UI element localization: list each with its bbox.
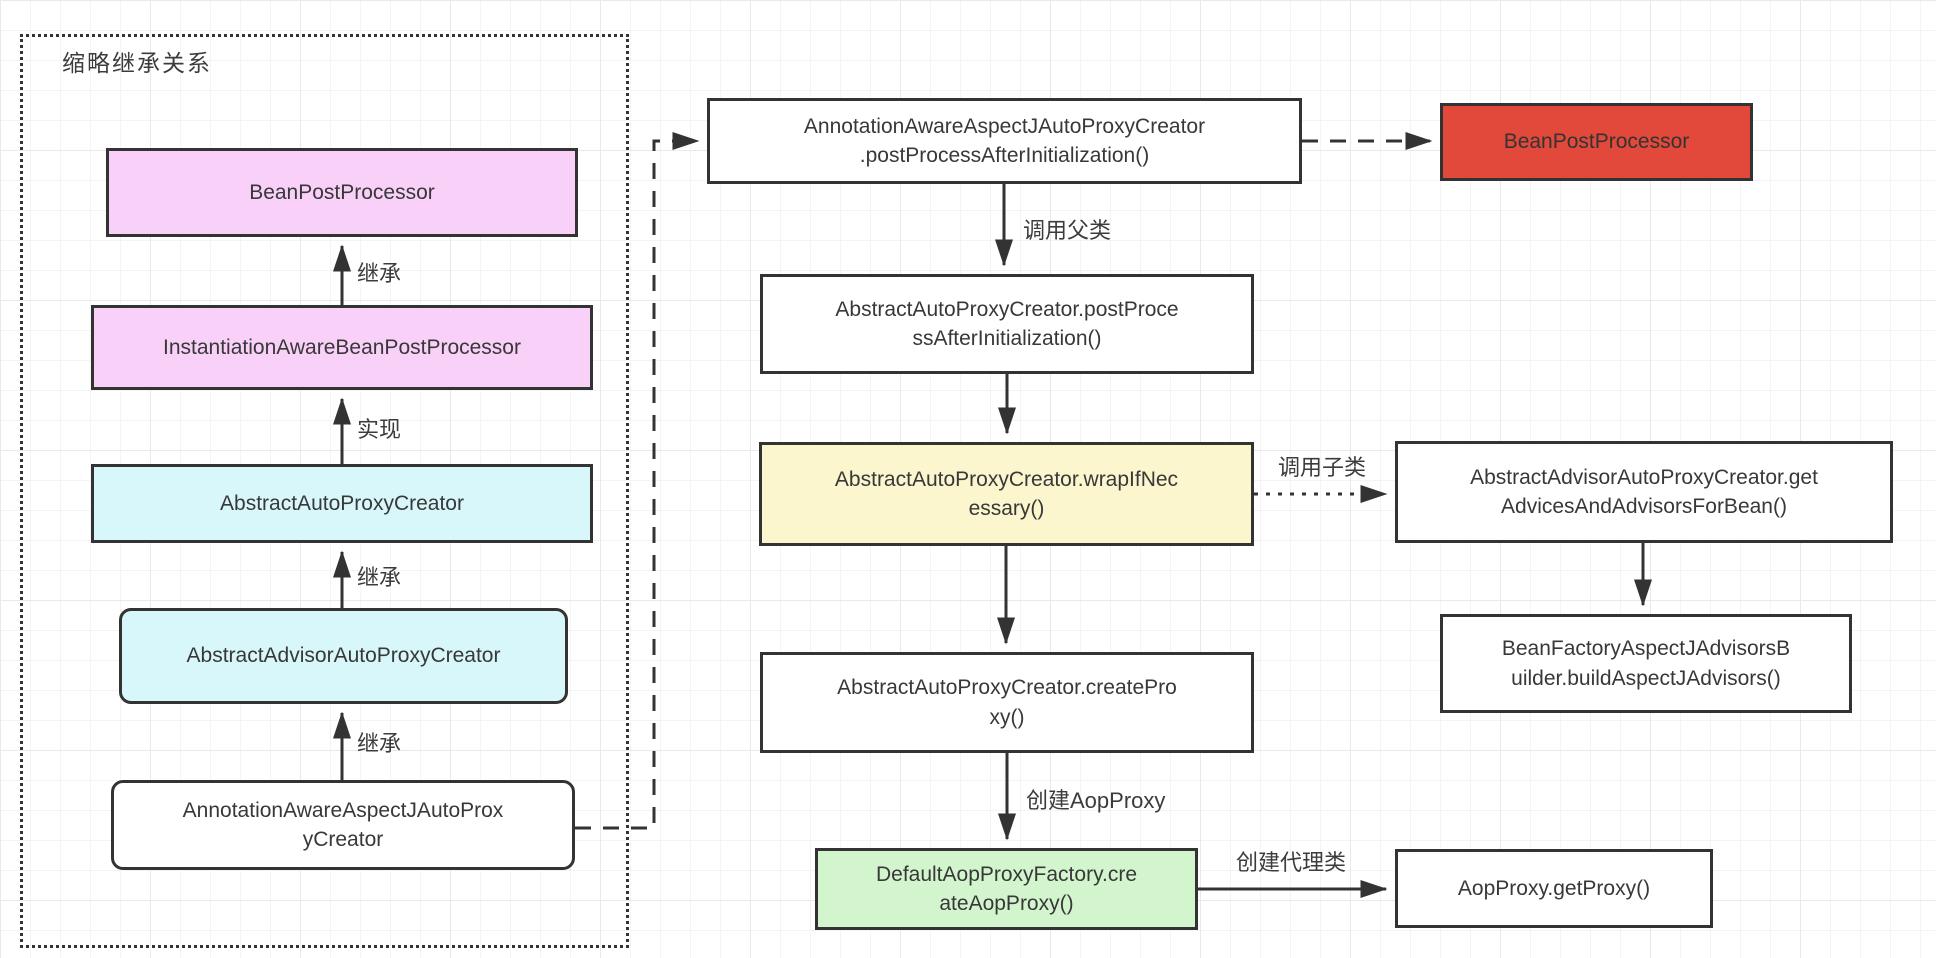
node-buildaspectjadvisors: BeanFactoryAspectJAdvisorsB uilder.build… xyxy=(1440,614,1852,713)
node-aopproxy-getproxy: AopProxy.getProxy() xyxy=(1395,849,1713,928)
edge-label-call-parent: 调用父类 xyxy=(1023,218,1112,243)
edge-label-implement: 实现 xyxy=(357,417,402,442)
node-annotationawareaspectjautoproxycreator: AnnotationAwareAspectJAutoProx yCreator xyxy=(111,780,575,870)
node-annotation-postprocessafterinitialization: AnnotationAwareAspectJAutoProxyCreator .… xyxy=(707,98,1302,184)
node-wrapifnecessary: AbstractAutoProxyCreator.wrapIfNec essar… xyxy=(759,442,1254,546)
node-abstractautoproxycreator: AbstractAutoProxyCreator xyxy=(91,464,593,543)
node-getadvicesandadvisorsforbean: AbstractAdvisorAutoProxyCreator.get Advi… xyxy=(1395,441,1893,543)
edge-label-inherit-3: 继承 xyxy=(357,731,402,756)
node-instantiationawarebeanpostprocessor: InstantiationAwareBeanPostProcessor xyxy=(91,305,593,390)
node-abstract-postprocessafterinitialization: AbstractAutoProxyCreator.postProce ssAft… xyxy=(760,274,1254,374)
edge-label-create-aopproxy: 创建AopProxy xyxy=(1026,788,1166,813)
node-createproxy: AbstractAutoProxyCreator.createPro xy() xyxy=(760,652,1254,753)
edge-label-inherit-1: 继承 xyxy=(357,261,402,286)
edge-label-create-proxy-class: 创建代理类 xyxy=(1235,850,1347,875)
inheritance-panel-title: 缩略继承关系 xyxy=(62,50,212,76)
edge-label-call-child: 调用子类 xyxy=(1277,455,1367,480)
inheritance-panel xyxy=(20,34,629,948)
node-defaultaopproxyfactory-createaopproxy: DefaultAopProxyFactory.cre ateAopProxy() xyxy=(815,848,1198,930)
node-beanpostprocessor: BeanPostProcessor xyxy=(106,148,578,237)
node-beanpostprocessor-red: BeanPostProcessor xyxy=(1440,103,1753,181)
node-abstractadvisorautoproxycreator: AbstractAdvisorAutoProxyCreator xyxy=(119,608,568,704)
edge-label-inherit-2: 继承 xyxy=(357,565,402,590)
